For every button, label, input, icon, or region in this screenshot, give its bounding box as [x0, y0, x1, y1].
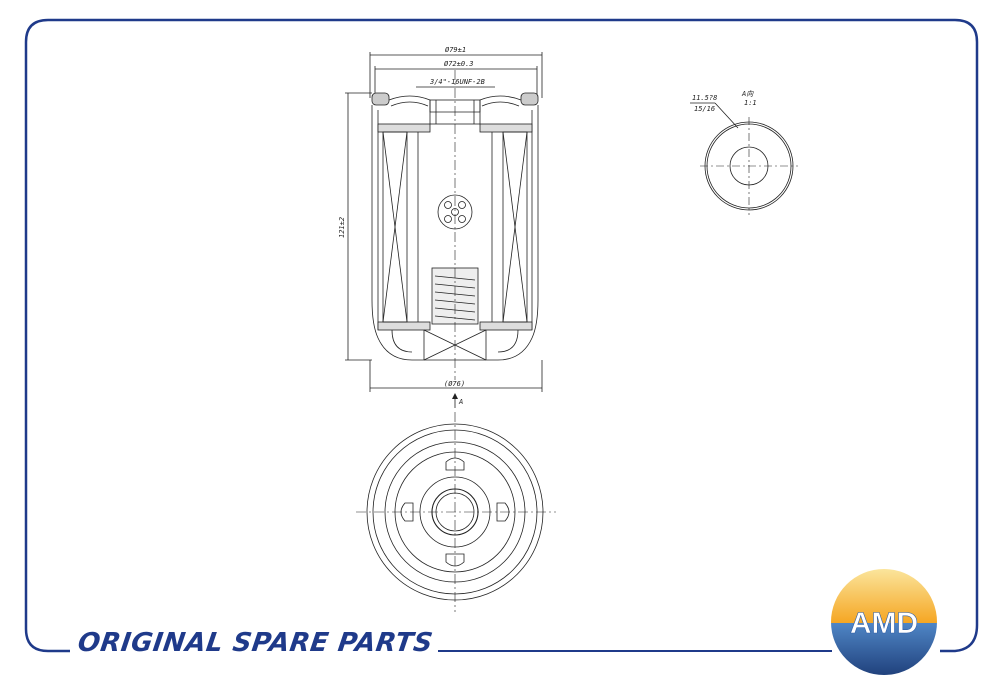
detail-scale: 1:1 — [744, 99, 757, 107]
view-arrow-head — [452, 393, 458, 399]
footer-tagline: ORIGINAL SPARE PARTS — [75, 628, 435, 658]
dim-height: 121±2 — [338, 217, 346, 238]
dim-body-diameter: (Ø76) — [444, 380, 465, 388]
view-marker: A — [458, 398, 463, 406]
detail-note-1: 11.5?8 — [692, 94, 717, 102]
detail-view — [690, 102, 798, 215]
bottom-view — [356, 412, 556, 612]
dim-thread: 3/4"-16UNF-2B — [429, 78, 485, 86]
dim-outer-diameter: Ø79±1 — [445, 46, 466, 54]
page-frame — [24, 18, 979, 653]
dim-gasket-diameter: Ø72±0.3 — [444, 60, 474, 68]
detail-label: A向 — [741, 90, 754, 98]
logo-text: AMD — [850, 607, 918, 640]
detail-note-2: 15/16 — [694, 105, 715, 113]
section-view — [345, 52, 543, 392]
amd-logo: AMD — [831, 569, 937, 675]
